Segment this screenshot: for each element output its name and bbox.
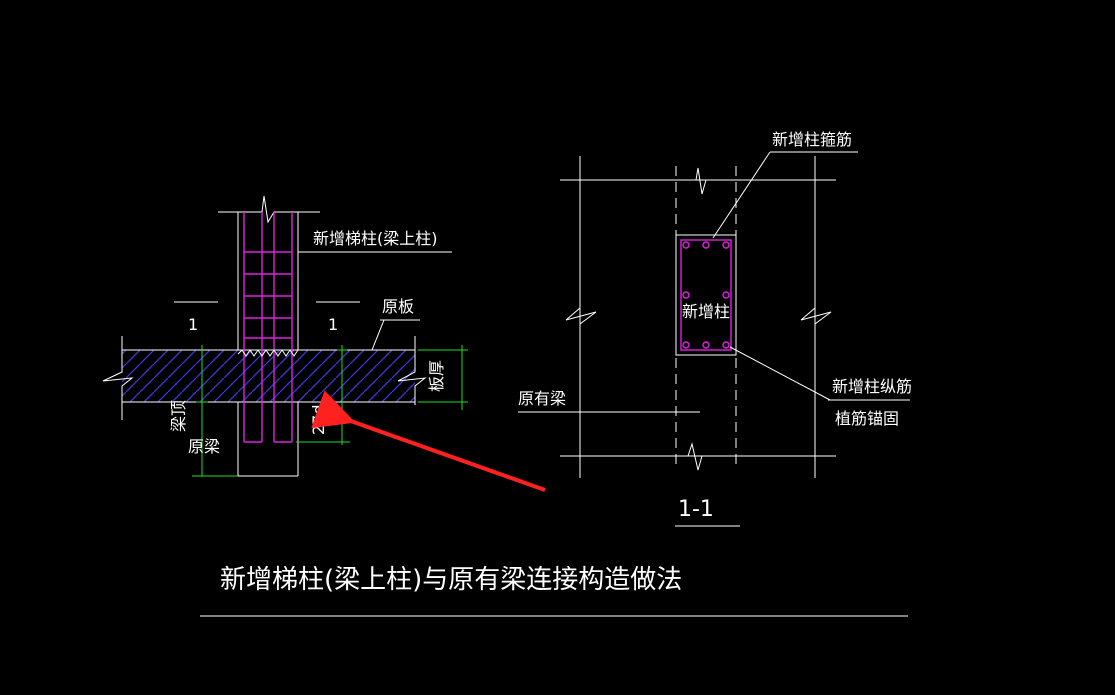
section-mark-right: 1 (328, 315, 338, 334)
slab-break-left (102, 336, 134, 420)
slab-label: 原板 (382, 297, 414, 316)
original-beam-label: 原有梁 (518, 389, 566, 408)
slab-thickness-label: 板厚 (427, 360, 446, 392)
section-name: 1-1 (678, 497, 714, 522)
column-rebar (243, 212, 293, 443)
column-stirrup (680, 239, 732, 351)
long-bar-label-2: 植筋锚固 (835, 409, 899, 428)
beam-top-label: 梁顶 (169, 400, 188, 432)
column-break-top (695, 167, 707, 195)
dimension-lines (192, 345, 468, 477)
column-section (675, 234, 737, 356)
beam-label: 原梁 (188, 437, 220, 456)
column-bars (682, 241, 730, 349)
column-label: 新增梯柱(梁上柱) (313, 229, 438, 248)
column-break (261, 195, 320, 224)
annotation-arrow (311, 390, 546, 492)
section-1-1: 新增柱箍筋 新增柱 新增柱纵筋 植筋锚固 原有梁 1-1 (518, 130, 912, 527)
stirrup-label: 新增柱箍筋 (772, 130, 852, 149)
slab-break-right (397, 336, 427, 405)
slab-hatch (122, 350, 415, 402)
section-mark-left: 1 (188, 315, 198, 334)
drawing-title: 新增梯柱(梁上柱)与原有梁连接构造做法 (220, 565, 682, 595)
long-bar-label-1: 新增柱纵筋 (832, 377, 912, 396)
new-column-label: 新增柱 (682, 302, 730, 321)
anchor-length-label: 27d (309, 404, 328, 435)
column-break-bottom (687, 442, 703, 471)
left-detail: 1 1 新增梯柱(梁上柱) 原板 板厚 梁顶 原梁 27d (102, 195, 468, 477)
rough-joint (237, 349, 299, 357)
beam-break-right (800, 300, 832, 330)
beam-break-left (565, 300, 597, 330)
